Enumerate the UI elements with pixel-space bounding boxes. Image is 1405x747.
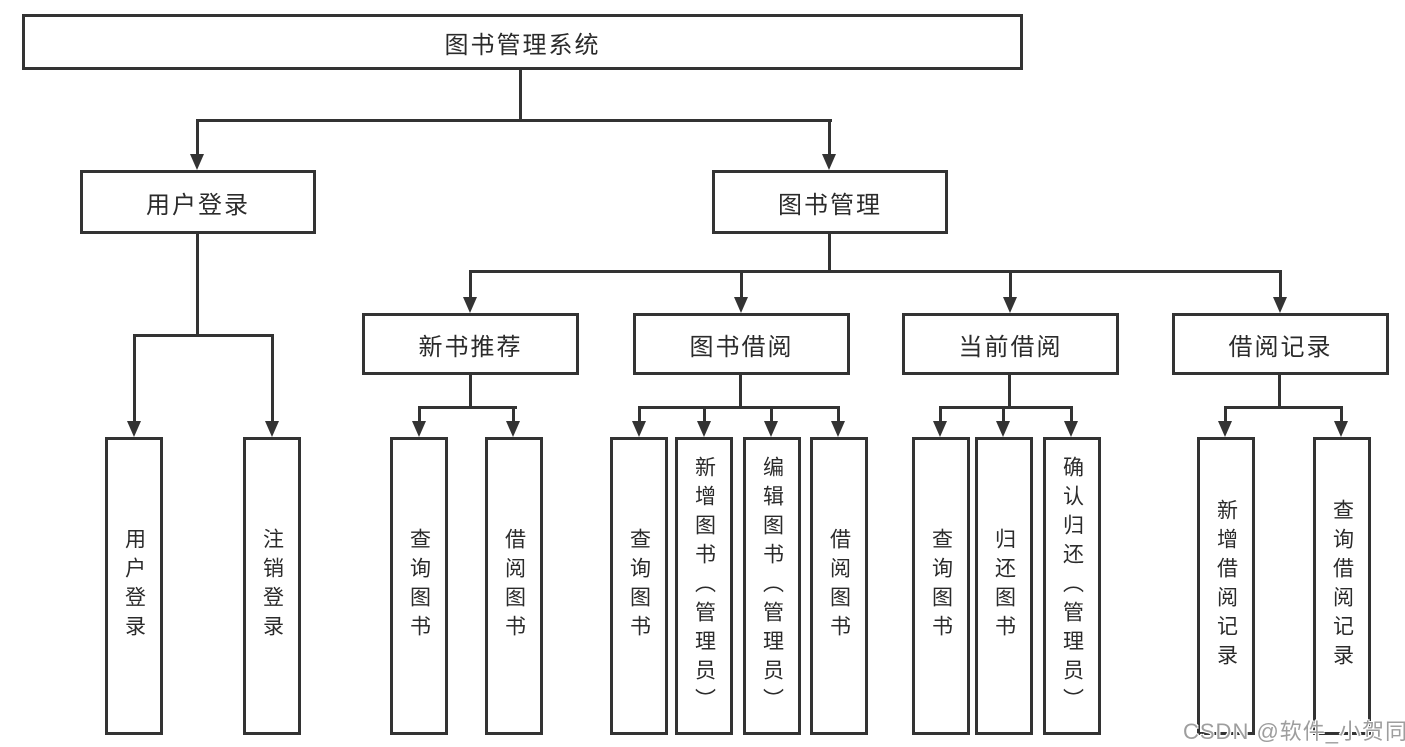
node-new-book-recommend: 新书推荐 bbox=[362, 313, 579, 375]
node-user-login-branch: 用户登录 bbox=[80, 170, 316, 234]
arrowhead bbox=[734, 297, 748, 313]
connector-groupA-hline bbox=[418, 406, 517, 409]
arrowhead bbox=[1273, 297, 1287, 313]
connector-groupC-stem bbox=[1002, 406, 1005, 423]
arrowhead bbox=[463, 297, 477, 313]
connector-groupB-stem bbox=[770, 406, 773, 423]
connector-login-hline bbox=[133, 334, 274, 337]
connector-mgmt-stem bbox=[1279, 270, 1282, 299]
connector-groupC-stem bbox=[939, 406, 942, 423]
connector-groupB-stem bbox=[703, 406, 706, 423]
connector-groupB-vline bbox=[739, 373, 742, 409]
leaf-add-books-admin: 新增图书（管理员） bbox=[675, 437, 733, 735]
arrowhead bbox=[1064, 421, 1078, 437]
connector-root-left-stem bbox=[196, 119, 199, 156]
connector-groupA-stem bbox=[512, 406, 515, 423]
connector-login-stem bbox=[271, 334, 274, 421]
arrowhead bbox=[412, 421, 426, 437]
leaf-edit-books-admin: 编辑图书（管理员） bbox=[743, 437, 801, 735]
connector-groupD-hline bbox=[1224, 406, 1343, 409]
node-book-management-branch: 图书管理 bbox=[712, 170, 948, 234]
leaf-query-books-recommend: 查询图书 bbox=[390, 437, 448, 735]
connector-groupB-stem bbox=[837, 406, 840, 423]
connector-mgmt-stem bbox=[740, 270, 743, 299]
connector-mgmt-stem bbox=[1009, 270, 1012, 299]
arrowhead bbox=[831, 421, 845, 437]
node-book-borrow: 图书借阅 bbox=[633, 313, 850, 375]
leaf-user-login: 用户登录 bbox=[105, 437, 163, 735]
connector-groupB-hline bbox=[638, 406, 840, 409]
arrowhead bbox=[127, 421, 141, 437]
leaf-add-borrow-record: 新增借阅记录 bbox=[1197, 437, 1255, 735]
leaf-borrow-books: 借阅图书 bbox=[810, 437, 868, 735]
connector-groupD-stem bbox=[1340, 406, 1343, 423]
connector-groupA-stem bbox=[418, 406, 421, 423]
connector-groupC-stem bbox=[1070, 406, 1073, 423]
csdn-watermark: CSDN @软件_小贺同学 bbox=[1183, 719, 1405, 744]
connector-root-hline bbox=[196, 119, 832, 122]
arrowhead bbox=[190, 154, 204, 170]
connector-mgmt-vline bbox=[828, 234, 831, 273]
leaf-query-books-current: 查询图书 bbox=[912, 437, 970, 735]
arrowhead bbox=[506, 421, 520, 437]
arrowhead bbox=[265, 421, 279, 437]
arrowhead bbox=[1003, 297, 1017, 313]
connector-groupC-hline bbox=[939, 406, 1073, 409]
connector-mgmt-stem bbox=[469, 270, 472, 299]
connector-groupC-vline bbox=[1008, 373, 1011, 409]
connector-root-vline bbox=[519, 68, 522, 122]
leaf-return-books: 归还图书 bbox=[975, 437, 1033, 735]
arrowhead bbox=[1334, 421, 1348, 437]
leaf-query-borrow-record: 查询借阅记录 bbox=[1313, 437, 1371, 735]
connector-root-right-stem bbox=[828, 119, 831, 156]
node-root: 图书管理系统 bbox=[22, 14, 1023, 70]
leaf-logout-login: 注销登录 bbox=[243, 437, 301, 735]
node-current-borrow: 当前借阅 bbox=[902, 313, 1119, 375]
arrowhead bbox=[996, 421, 1010, 437]
connector-groupD-stem bbox=[1224, 406, 1227, 423]
connector-login-stem bbox=[133, 334, 136, 421]
connector-groupD-vline bbox=[1278, 373, 1281, 409]
leaf-confirm-return-admin: 确认归还（管理员） bbox=[1043, 437, 1101, 735]
arrowhead bbox=[632, 421, 646, 437]
connector-login-vline bbox=[196, 234, 199, 337]
leaf-borrow-books-recommend: 借阅图书 bbox=[485, 437, 543, 735]
arrowhead bbox=[1218, 421, 1232, 437]
node-borrow-records: 借阅记录 bbox=[1172, 313, 1389, 375]
arrowhead bbox=[697, 421, 711, 437]
connector-mgmt-hline bbox=[469, 270, 1282, 273]
arrowhead bbox=[933, 421, 947, 437]
leaf-query-books-borrow: 查询图书 bbox=[610, 437, 668, 735]
connector-groupA-vline bbox=[469, 373, 472, 409]
arrowhead bbox=[822, 154, 836, 170]
connector-groupB-stem bbox=[638, 406, 641, 423]
arrowhead bbox=[764, 421, 778, 437]
